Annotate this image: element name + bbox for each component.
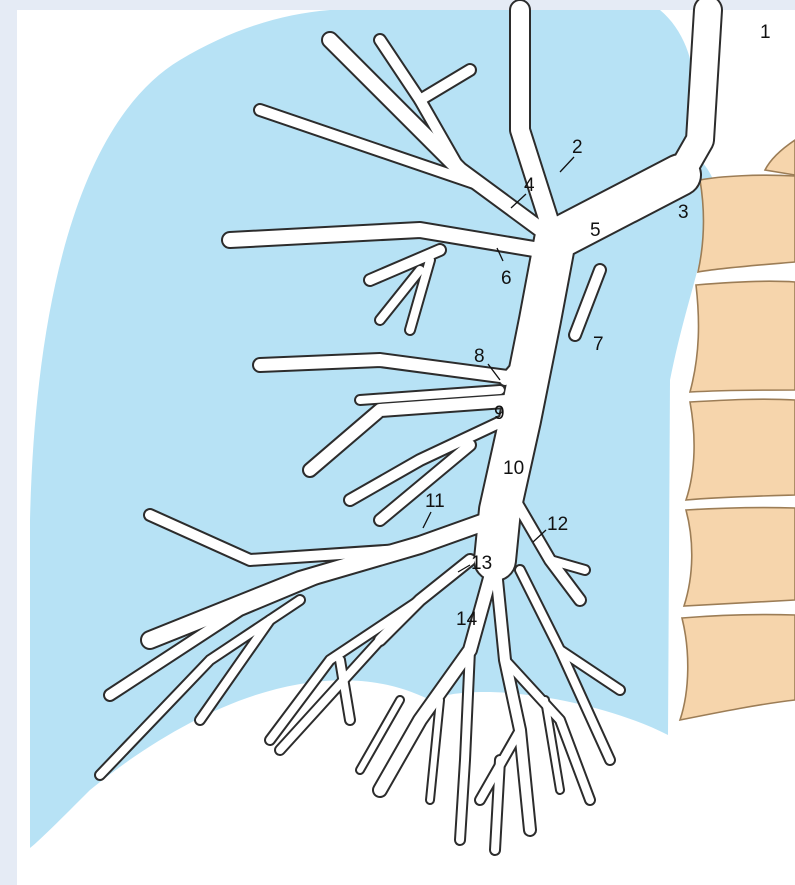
vertebra-3 bbox=[690, 281, 795, 392]
vertebra-2 bbox=[698, 175, 795, 272]
label-10: 10 bbox=[503, 458, 524, 479]
label-9: 9 bbox=[494, 403, 505, 424]
label-3: 3 bbox=[678, 202, 689, 223]
label-4: 4 bbox=[524, 175, 535, 196]
label-8: 8 bbox=[474, 346, 485, 367]
label-11: 11 bbox=[425, 491, 445, 512]
lung-shape bbox=[30, 10, 719, 848]
label-14: 14 bbox=[456, 609, 478, 630]
vertebra-4 bbox=[686, 399, 795, 500]
label-12: 12 bbox=[547, 514, 568, 535]
vertebra-5 bbox=[684, 508, 795, 606]
label-7: 7 bbox=[593, 334, 604, 355]
label-13: 13 bbox=[471, 553, 492, 574]
label-5: 5 bbox=[590, 220, 601, 241]
vertebra-6 bbox=[680, 615, 795, 720]
label-2: 2 bbox=[572, 137, 583, 158]
label-6: 6 bbox=[501, 268, 512, 289]
label-1: 1 bbox=[760, 22, 771, 43]
